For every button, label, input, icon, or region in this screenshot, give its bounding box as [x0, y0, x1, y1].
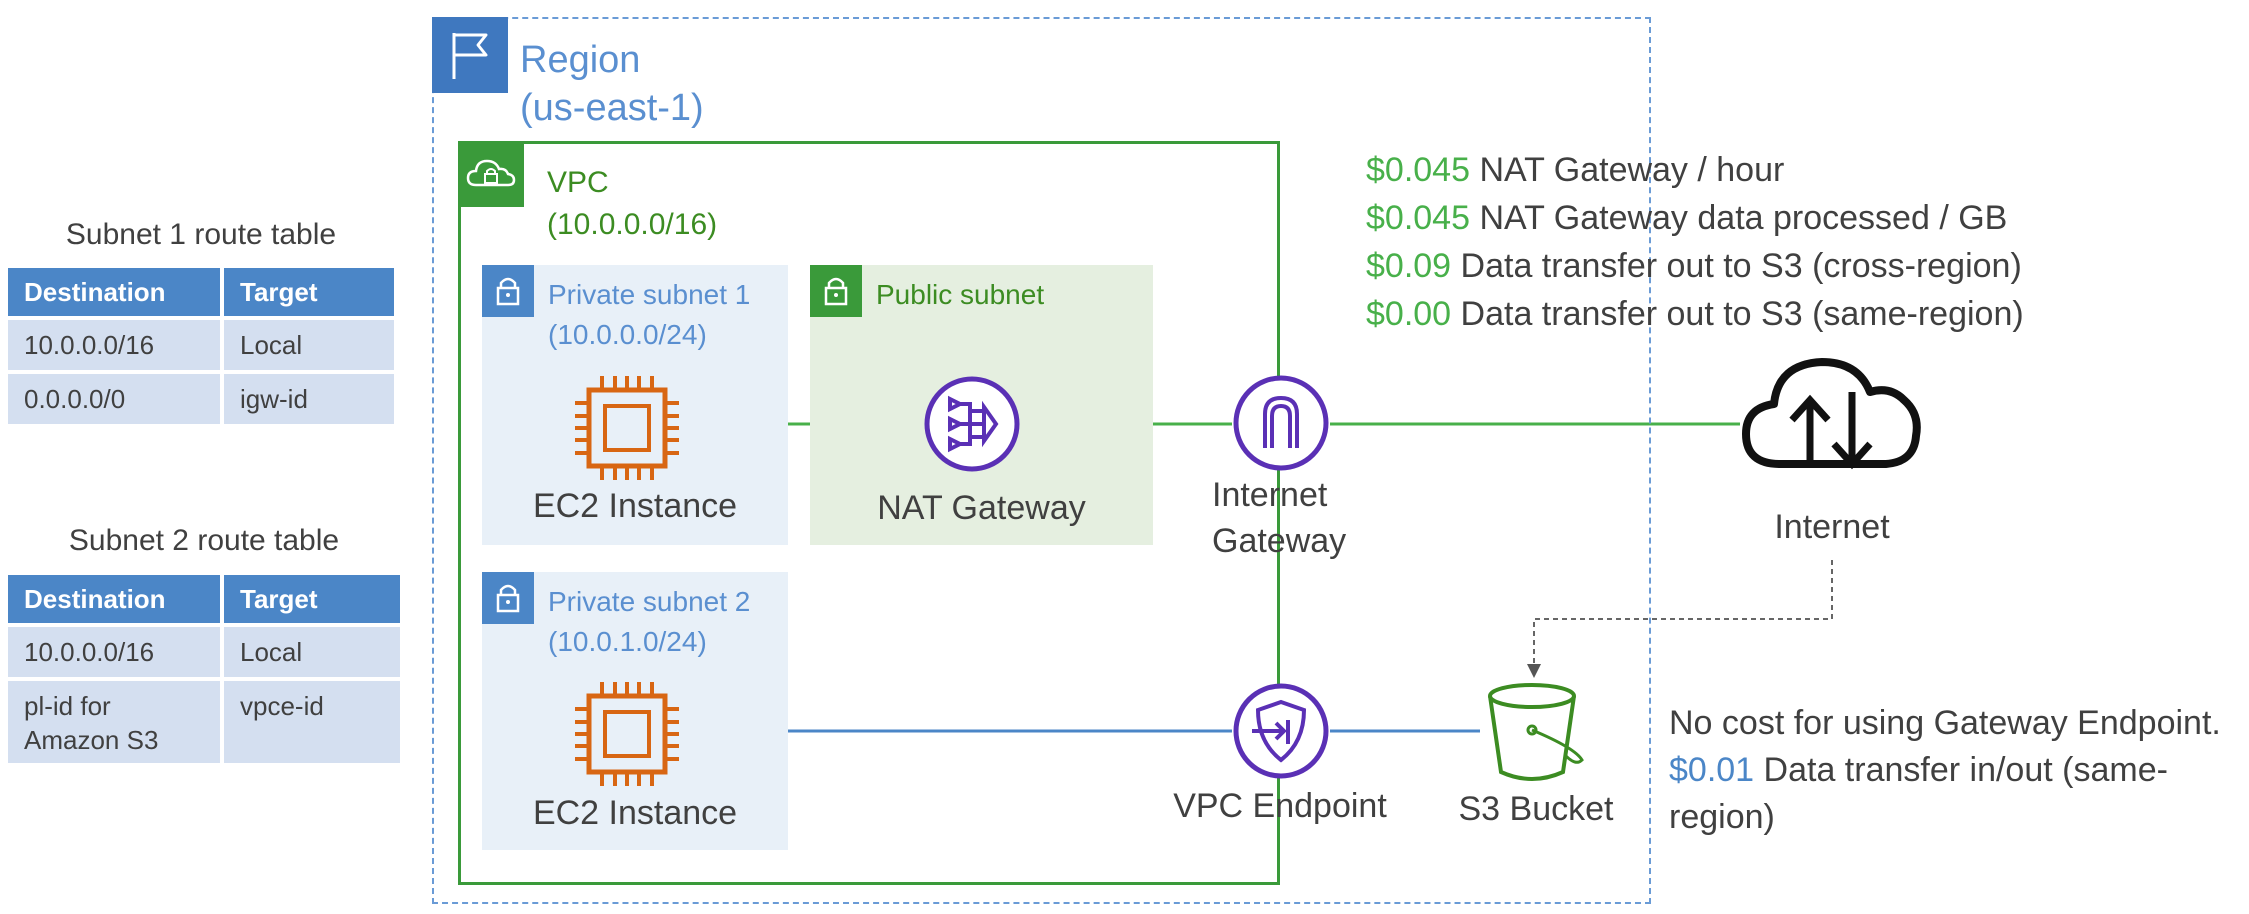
region-container: [432, 17, 1651, 904]
endpoint-transfer-line: $0.01 Data transfer in/out (same-region): [1669, 747, 2249, 841]
arrow-head: [1527, 664, 1541, 678]
table-row: pl-id for Amazon S3 vpce-id: [8, 681, 400, 763]
ec2-instance-2-label: EC2 Instance: [532, 794, 738, 832]
destination-header: Destination: [8, 575, 220, 623]
ec2-chip-icon: [572, 373, 682, 483]
price-line: $0.045 NAT Gateway / hour: [1366, 146, 1784, 194]
lock-icon: [482, 265, 534, 317]
region-name: Region: [520, 39, 641, 81]
destination-header: Destination: [8, 268, 220, 316]
target-cell: Local: [224, 627, 400, 677]
price-line: $0.09 Data transfer out to S3 (cross-reg…: [1366, 242, 2022, 290]
price-value: $0.09: [1366, 247, 1452, 285]
internet-gateway-icon: [1232, 374, 1330, 472]
cloud-lock-icon: [458, 141, 524, 207]
price-line: $0.045 NAT Gateway data processed / GB: [1366, 194, 2007, 242]
ec2-instance-1-label: EC2 Instance: [532, 487, 738, 525]
subnet-cidr: (10.0.1.0/24): [548, 626, 707, 657]
region-title: Region (us-east-1): [520, 36, 704, 132]
endpoint-cost-note: No cost for using Gateway Endpoint. $0.0…: [1669, 700, 2249, 841]
destination-cell: pl-id for Amazon S3: [8, 681, 220, 763]
region-code: (us-east-1): [520, 87, 704, 129]
cell-text: 0.0.0.0/0: [24, 384, 126, 414]
target-cell: igw-id: [224, 374, 394, 424]
ec2-chip-icon: [572, 679, 682, 789]
price-description: Data transfer out to S3 (cross-region): [1460, 247, 2022, 285]
table-row: 10.0.0.0/16 Local: [8, 320, 394, 370]
internet-label: Internet: [1774, 508, 1890, 546]
target-header: Target: [224, 575, 400, 623]
price-value: $0.045: [1366, 151, 1470, 189]
subnet-name: Private subnet 1: [548, 279, 751, 310]
table-header-row: Destination Target: [8, 268, 394, 316]
vpc-endpoint-label: VPC Endpoint: [1173, 787, 1387, 825]
private-subnet-2-title: Private subnet 2 (10.0.1.0/24): [548, 582, 750, 662]
price-description: NAT Gateway / hour: [1479, 151, 1785, 189]
price-line: $0.00 Data transfer out to S3 (same-regi…: [1366, 290, 2024, 338]
public-subnet-title: Public subnet: [876, 279, 1045, 310]
target-cell: vpce-id: [224, 681, 400, 763]
table-row: 0.0.0.0/0 igw-id: [8, 374, 394, 424]
vpc-endpoint-icon: [1232, 682, 1330, 780]
s3-bucket-icon: [1480, 678, 1590, 788]
price-description: NAT Gateway data processed / GB: [1479, 199, 2008, 237]
vpc-title: VPC (10.0.0.0/16): [547, 162, 717, 246]
vpc-name: VPC: [547, 166, 609, 199]
cell-text: 10.0.0.0/16: [24, 637, 155, 667]
subnet-cidr: (10.0.0.0/24): [548, 319, 707, 350]
nat-gateway-label: NAT Gateway: [877, 489, 1086, 527]
vpc-cidr: (10.0.0.0/16): [547, 208, 718, 241]
nat-gateway-icon: [922, 374, 1022, 474]
endpoint-cost-text: No cost for using Gateway Endpoint.: [1669, 704, 2221, 742]
lock-icon: [810, 265, 862, 317]
igw-label-line2: Gateway: [1212, 522, 1347, 560]
cell-text: vpce-id: [240, 691, 324, 721]
price-value: $0.00: [1366, 295, 1452, 333]
internet-to-s3-dashed-arrow: [1533, 560, 1833, 668]
table-row: 10.0.0.0/16 Local: [8, 627, 400, 677]
subnet-name: Private subnet 2: [548, 586, 751, 617]
route-table-1-title: Subnet 1 route table: [65, 218, 337, 251]
destination-cell: 10.0.0.0/16: [8, 627, 220, 677]
price-description: Data transfer out to S3 (same-region): [1460, 295, 2024, 333]
internet-gateway-label: Internet Gateway: [1212, 472, 1346, 564]
route-table-2-title: Subnet 2 route table: [68, 524, 340, 557]
lock-icon: [482, 572, 534, 624]
destination-cell: 10.0.0.0/16: [8, 320, 220, 370]
vpc-container: [458, 141, 1280, 885]
cell-text: Local: [240, 637, 303, 667]
cell-text: pl-id for: [24, 691, 111, 721]
internet-cloud-icon: [1740, 352, 1924, 474]
route-table-1: Destination Target 10.0.0.0/16 Local 0.0…: [4, 264, 398, 428]
cell-text: Local: [240, 330, 303, 360]
s3-bucket-label: S3 Bucket: [1458, 790, 1614, 828]
destination-cell: 0.0.0.0/0: [8, 374, 220, 424]
price-value: $0.045: [1366, 199, 1470, 237]
flag-icon: [432, 17, 508, 93]
cell-text: igw-id: [240, 384, 308, 414]
igw-label-line1: Internet: [1212, 476, 1328, 514]
table-header-row: Destination Target: [8, 575, 400, 623]
cell-text: Amazon S3: [24, 725, 159, 755]
route-table-2: Destination Target 10.0.0.0/16 Local pl-…: [4, 571, 404, 767]
cell-text: 10.0.0.0/16: [24, 330, 155, 360]
target-cell: Local: [224, 320, 394, 370]
target-header: Target: [224, 268, 394, 316]
price-description: Data transfer in/out (same-region): [1669, 751, 2168, 836]
private-subnet-1-title: Private subnet 1 (10.0.0.0/24): [548, 275, 750, 355]
price-value: $0.01: [1669, 751, 1755, 789]
